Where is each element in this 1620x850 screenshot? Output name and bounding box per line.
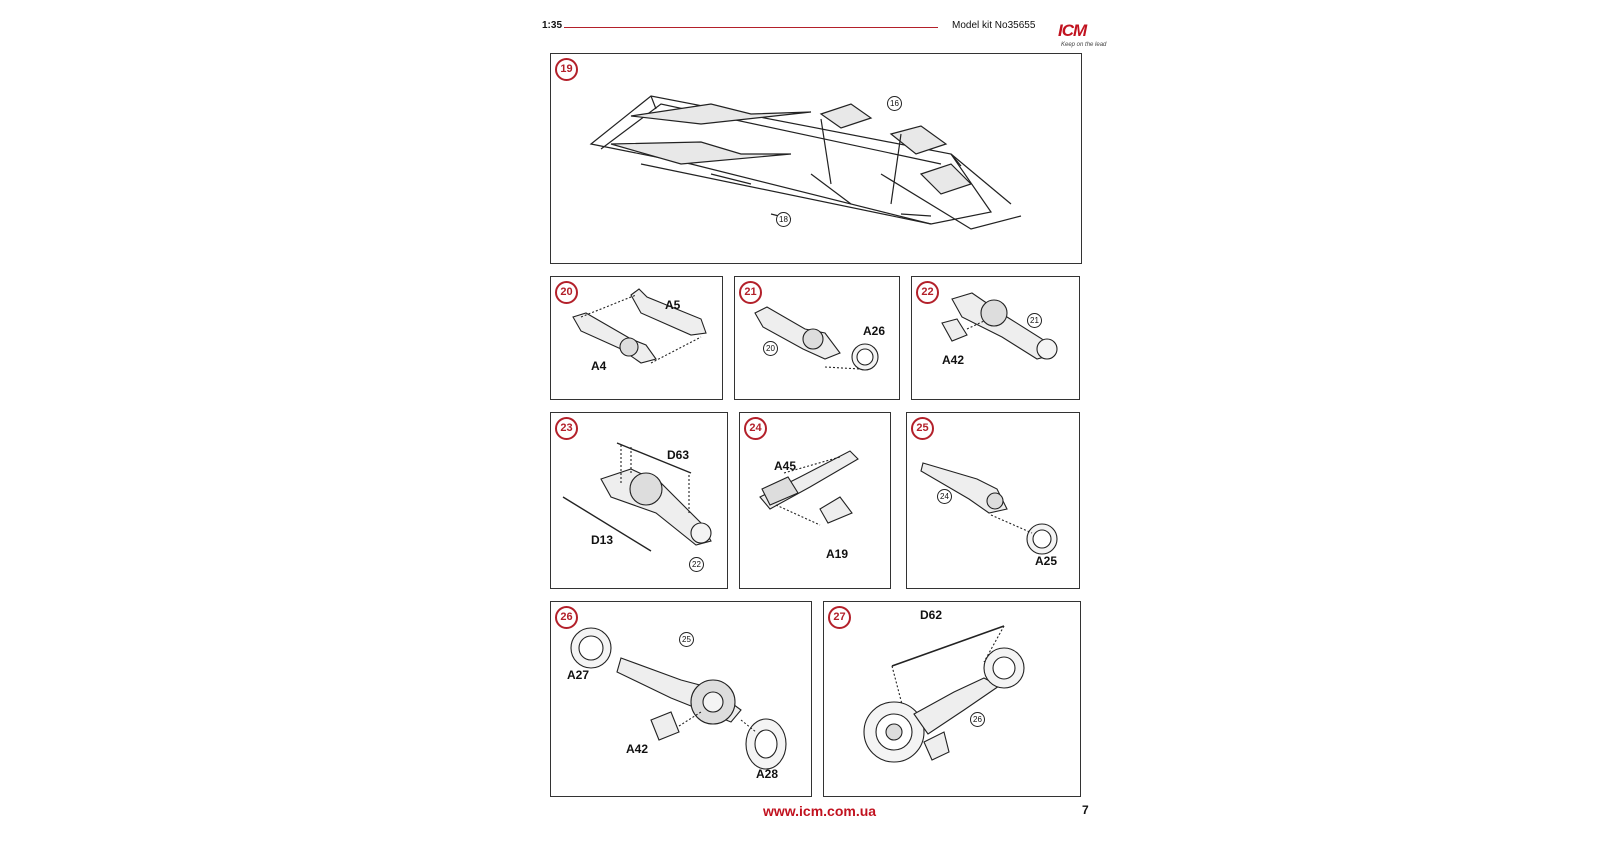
step-25-ref-24: 24 [937,489,952,504]
header-rule [564,27,938,28]
step-24-label-a45: A45 [774,459,797,473]
step-24-number: 24 [744,417,767,440]
step-20-number: 20 [555,281,578,304]
footer-url: www.icm.com.ua [763,803,877,819]
step-25-axle-drawing [920,462,1058,555]
step-21-axle-drawing [754,306,879,371]
step-20-label-a5: A5 [665,298,681,312]
step-20-axle-drawing [572,288,707,364]
step-23-ref-22: 22 [689,557,704,572]
step-25-label-a25: A25 [1035,554,1058,568]
step-25-panel: 25 A25 24 [906,412,1080,589]
step-27-panel: 27 D62 26 [823,601,1081,797]
step-21-ref-20: 20 [763,341,778,356]
step-23-label-d63: D63 [667,448,690,462]
step-23-label-d13: D13 [591,533,614,547]
step-24-axle-drawing [759,450,859,526]
step-26-axle-drawing [570,627,787,770]
chassis-frame-drawing [589,95,1022,230]
step-23-axle-drawing [562,442,712,552]
step-21-panel: 21 A26 20 [734,276,900,400]
step-22-panel: 22 A42 21 [911,276,1080,400]
step-27-label-d62: D62 [920,608,943,622]
step-21-label-a26: A26 [863,324,886,338]
step-19-number: 19 [555,58,578,81]
step-23-panel: 23 D63 D13 22 [550,412,728,589]
step-19-panel: 19 16 18 [550,53,1082,264]
step-26-number: 26 [555,606,578,629]
model-kit-label: Model kit No35655 [952,20,1036,31]
step-26-label-a27: A27 [567,668,590,682]
step-27-axle-drawing [863,625,1025,763]
step-26-panel: 26 A27 A42 A28 25 [550,601,812,797]
step-26-label-a42: A42 [626,742,649,756]
step-22-label-a42: A42 [942,353,965,367]
step-26-ref-25: 25 [679,632,694,647]
step-23-number: 23 [555,417,578,440]
step-19-ref-18: 18 [776,212,791,227]
step-24-label-a19: A19 [826,547,849,561]
step-19-ref-16: 16 [887,96,902,111]
scale-label: 1:35 [542,20,563,31]
step-22-ref-21: 21 [1027,313,1042,328]
step-21-number: 21 [739,281,762,304]
step-22-number: 22 [916,281,939,304]
step-27-number: 27 [828,606,851,629]
step-20-panel: 20 A5 A4 [550,276,723,400]
logo-text: ICM [1058,21,1087,40]
logo-tagline: Keep on the lead [1061,42,1107,48]
step-22-axle-drawing [941,292,1058,360]
step-27-ref-26: 26 [970,712,985,727]
page-number: 7 [1082,803,1089,817]
step-20-label-a4: A4 [591,359,607,373]
step-24-panel: 24 A45 A19 [739,412,891,589]
step-25-number: 25 [911,417,934,440]
step-26-label-a28: A28 [756,767,779,781]
